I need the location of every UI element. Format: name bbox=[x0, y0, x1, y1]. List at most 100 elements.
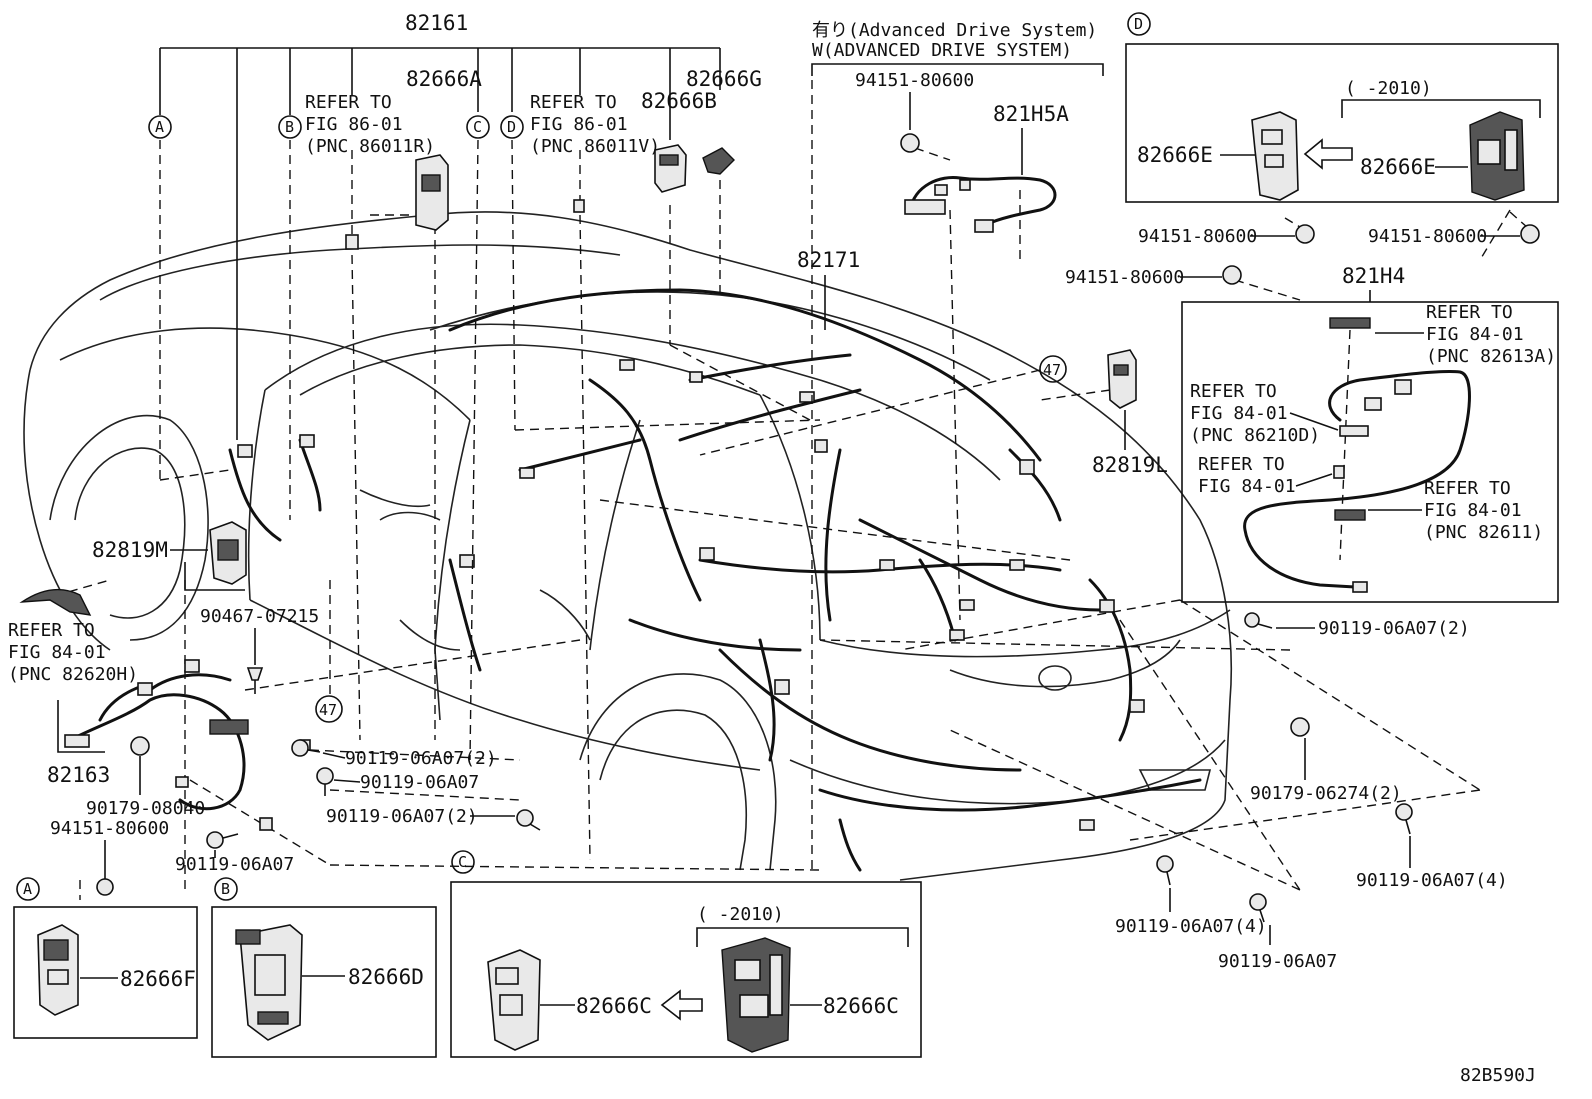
part-82666E-old bbox=[1469, 111, 1525, 201]
callout-94151-mid: 94151-80600 bbox=[1065, 267, 1184, 288]
clip-90179-06274 bbox=[1290, 717, 1310, 737]
callout-82666E-right: 82666E bbox=[1360, 155, 1436, 179]
refer-86011V-line3: (PNC 86011V) bbox=[530, 136, 660, 157]
part-821H4-harness bbox=[1243, 317, 1471, 593]
part-82666G-relay bbox=[702, 147, 735, 175]
bolt-90119-right-a bbox=[1244, 612, 1273, 629]
callout-90119-f: 90119-06A07(4) bbox=[1356, 870, 1508, 891]
bolt-90119-left-b bbox=[316, 767, 334, 796]
vehicle-body-outline bbox=[23, 211, 1233, 881]
callout-94151-d2: 94151-80600 bbox=[1368, 226, 1487, 247]
callout-82819M: 82819M bbox=[92, 538, 168, 562]
callout-821H4: 821H4 bbox=[1342, 264, 1405, 288]
circle-letter: B bbox=[221, 880, 230, 898]
part-821H5A-harness bbox=[904, 175, 1057, 233]
part-86011R-connector bbox=[345, 234, 359, 250]
part-82666E-new bbox=[1251, 111, 1299, 201]
circle-A-box-label: A bbox=[16, 877, 40, 901]
callout-90179-08040: 90179-08040 bbox=[86, 798, 205, 819]
refer-82620H-line1: REFER TO bbox=[8, 620, 95, 641]
date-range-C: ( -2010) bbox=[697, 904, 784, 925]
refer-86011R-line3: (PNC 86011R) bbox=[305, 136, 435, 157]
part-86011V-connector bbox=[573, 199, 585, 213]
refer-fig84-line1: REFER TO bbox=[1198, 454, 1285, 475]
callout-82819L: 82819L bbox=[1092, 453, 1168, 477]
callout-82666B: 82666B bbox=[641, 89, 717, 113]
callout-90179-06274: 90179-06274(2) bbox=[1250, 783, 1402, 804]
callout-82163: 82163 bbox=[47, 763, 110, 787]
circle-B-top: B bbox=[278, 115, 302, 139]
callout-82666G: 82666G bbox=[686, 67, 762, 91]
refer-82611-line2: FIG 84-01 bbox=[1424, 500, 1522, 521]
circle-letter: C bbox=[473, 118, 482, 136]
refer-82613A-line2: FIG 84-01 bbox=[1426, 324, 1524, 345]
callout-90119-c: 90119-06A07(2) bbox=[326, 806, 478, 827]
part-82666C-new bbox=[487, 949, 541, 1051]
detail-box-821H4 bbox=[1181, 301, 1559, 603]
refer-82613A-line3: (PNC 82613A) bbox=[1426, 346, 1556, 367]
refer-86011V-line2: FIG 86-01 bbox=[530, 114, 628, 135]
part-82666C-old bbox=[721, 937, 791, 1053]
callout-94151-top: 94151-80600 bbox=[855, 70, 974, 91]
circle-D-box-label: D bbox=[1127, 12, 1151, 36]
callout-82666D: 82666D bbox=[348, 965, 424, 989]
circle-letter: A bbox=[23, 880, 32, 898]
bolt-90119-left-c bbox=[206, 831, 239, 849]
callout-90119-e: 90119-06A07(2) bbox=[1318, 618, 1470, 639]
refer-86011R-line2: FIG 86-01 bbox=[305, 114, 403, 135]
refer-82620H-line3: (PNC 82620H) bbox=[8, 664, 138, 685]
callout-821H5A: 821H5A bbox=[993, 102, 1069, 126]
part-82163-harness bbox=[64, 659, 273, 831]
clip-90467 bbox=[246, 667, 264, 694]
detail-box-C bbox=[450, 881, 922, 1058]
ads-label-en: W(ADVANCED DRIVE SYSTEM) bbox=[812, 40, 1072, 61]
bolt-90119-center bbox=[516, 809, 541, 831]
callout-90119-d: 90119-06A07 bbox=[175, 854, 294, 875]
refer-fig84-line2: FIG 84-01 bbox=[1198, 476, 1296, 497]
refer-86210D-line3: (PNC 86210D) bbox=[1190, 425, 1320, 446]
arrow-replaces-D bbox=[1303, 138, 1353, 170]
callout-82666F: 82666F bbox=[120, 967, 196, 991]
callout-90119-h: 90119-06A07 bbox=[1218, 951, 1337, 972]
circle-A-top: A bbox=[148, 115, 172, 139]
refer-86011R-line1: REFER TO bbox=[305, 92, 392, 113]
callout-90119-a: 90119-06A07(2) bbox=[345, 748, 497, 769]
harness-connectors bbox=[237, 359, 1145, 831]
callout-90467: 90467-07215 bbox=[200, 606, 319, 627]
arrow-replaces-C bbox=[660, 989, 703, 1021]
leader-lines bbox=[39, 47, 1529, 900]
callout-94151-left: 94151-80600 bbox=[50, 818, 169, 839]
part-82819L-connector bbox=[1107, 349, 1137, 409]
ads-bracket bbox=[811, 63, 1104, 76]
refer-86011V-line1: REFER TO bbox=[530, 92, 617, 113]
callout-82171: 82171 bbox=[797, 248, 860, 272]
callout-90119-g: 90119-06A07(4) bbox=[1115, 916, 1267, 937]
bolt-90119-left-a bbox=[291, 739, 321, 757]
grommet-94151-d1 bbox=[1295, 224, 1315, 244]
refer-82611-line3: (PNC 82611) bbox=[1424, 522, 1543, 543]
circle-letter: A bbox=[155, 118, 164, 136]
grommet-94151-mid bbox=[1222, 265, 1242, 285]
circle-47-upper: 47 bbox=[1039, 355, 1067, 383]
ads-label-jp: 有り(Advanced Drive System) bbox=[812, 20, 1097, 41]
detail-box-A bbox=[13, 906, 198, 1039]
circle-C-box-label: C bbox=[451, 850, 475, 874]
diagram-id: 82B590J bbox=[1460, 1065, 1536, 1086]
number-47: 47 bbox=[319, 701, 337, 719]
number-47: 47 bbox=[1043, 361, 1061, 379]
refer-82613A-line1: REFER TO bbox=[1426, 302, 1513, 323]
refer-82620H-line2: FIG 84-01 bbox=[8, 642, 106, 663]
callout-90119-b: 90119-06A07 bbox=[360, 772, 479, 793]
part-82666F bbox=[37, 924, 79, 1016]
part-82620H-bracket bbox=[19, 589, 92, 616]
callout-82666A: 82666A bbox=[406, 67, 482, 91]
circle-letter: D bbox=[1134, 15, 1143, 33]
circle-C-top: C bbox=[466, 115, 490, 139]
callout-82666C-left: 82666C bbox=[576, 994, 652, 1018]
date-range-D: ( -2010) bbox=[1345, 78, 1432, 99]
callout-82161: 82161 bbox=[405, 11, 468, 35]
grommet-94151-d2 bbox=[1520, 224, 1540, 244]
part-82819M-connector bbox=[209, 521, 247, 585]
part-82666B-module bbox=[654, 144, 687, 193]
